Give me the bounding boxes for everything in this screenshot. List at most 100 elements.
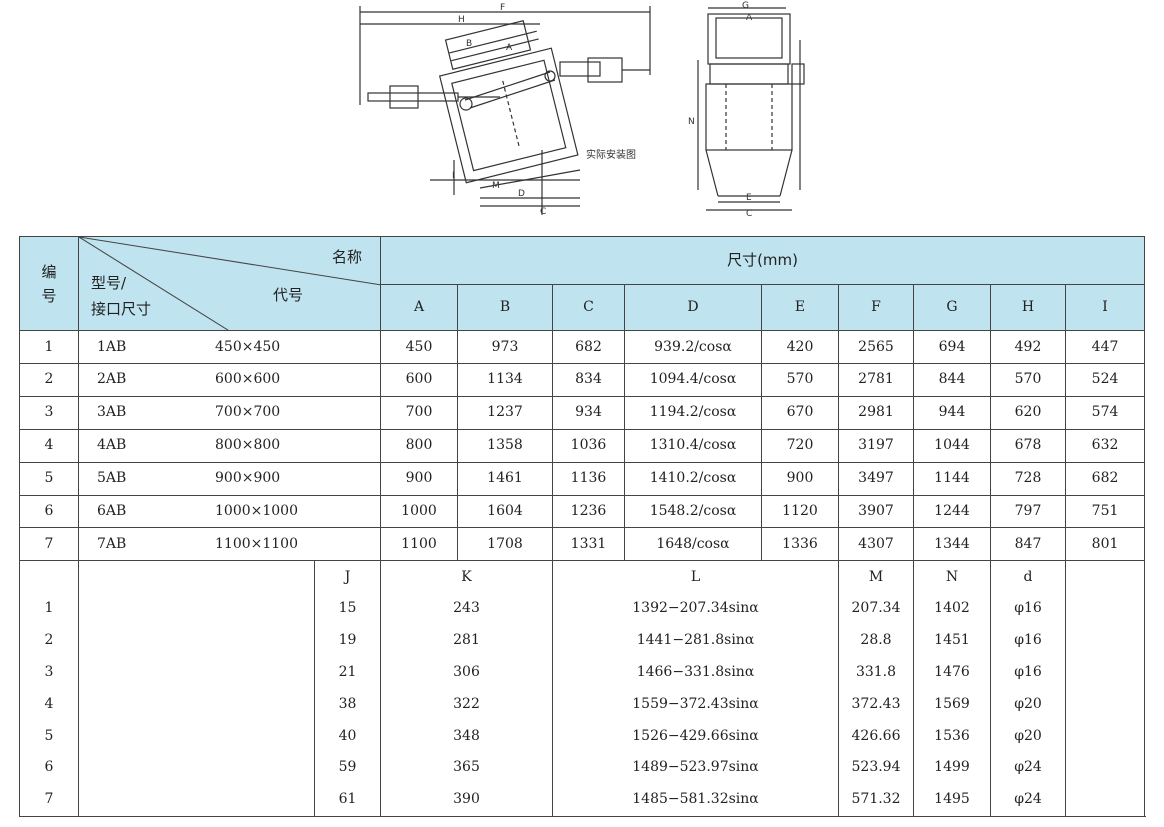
dim-label: D bbox=[518, 189, 525, 199]
cell-i: 682 bbox=[1064, 461, 1146, 496]
sub-col-header: M bbox=[838, 560, 914, 594]
row-no bbox=[19, 560, 79, 594]
row-no: 2 bbox=[19, 624, 79, 657]
cell-d: 1648/cosα bbox=[624, 527, 762, 562]
model-type: 7AB bbox=[97, 535, 127, 552]
cell-h: 797 bbox=[990, 494, 1066, 529]
cell-k: 348 bbox=[380, 720, 553, 753]
cell-j: 61 bbox=[314, 784, 381, 818]
cell-n: 1451 bbox=[913, 624, 991, 657]
sub-header-row: J K L M N d bbox=[19, 560, 1146, 594]
cell-i: 751 bbox=[1064, 494, 1146, 529]
dim-label: B bbox=[466, 39, 472, 49]
model-type: 5AB bbox=[97, 470, 127, 487]
model-size: 600×600 bbox=[215, 371, 281, 388]
cell-f: 2565 bbox=[838, 330, 914, 365]
dim-label: M bbox=[492, 181, 500, 191]
cell-m: 331.8 bbox=[838, 656, 914, 689]
table-row: 3 21 306 1466−331.8sinα 331.8 1476 φ16 bbox=[19, 656, 1146, 689]
cell-j: 38 bbox=[314, 688, 381, 721]
dim-label: I bbox=[452, 171, 455, 181]
cell-d-diameter: φ24 bbox=[990, 784, 1066, 818]
blank-cell bbox=[78, 720, 315, 753]
cell-b: 1708 bbox=[457, 527, 553, 562]
blank-cell bbox=[1064, 720, 1146, 753]
blank-cell bbox=[1064, 593, 1146, 625]
blank-cell bbox=[1064, 656, 1146, 689]
dim-label: C bbox=[746, 209, 752, 218]
cell-f: 3907 bbox=[838, 494, 914, 529]
cell-b: 973 bbox=[457, 330, 553, 365]
model-type: 3AB bbox=[97, 404, 127, 421]
cell-d: 1410.2/cosα bbox=[624, 461, 762, 496]
dim-label: F bbox=[500, 3, 505, 13]
blank-cell bbox=[78, 656, 315, 689]
cell-e: 1120 bbox=[761, 494, 839, 529]
header-code: 代号 bbox=[273, 286, 304, 304]
model-cell: 3AB 700×700 bbox=[78, 396, 381, 430]
col-header: A bbox=[380, 284, 458, 332]
cell-h: 728 bbox=[990, 461, 1066, 496]
cell-i: 801 bbox=[1064, 527, 1146, 562]
cell-n: 1499 bbox=[913, 752, 991, 785]
cell-a: 700 bbox=[380, 396, 458, 430]
row-no: 5 bbox=[19, 720, 79, 753]
cell-g: 944 bbox=[913, 396, 991, 430]
cell-c: 682 bbox=[552, 330, 625, 365]
header-model: 型号/ bbox=[91, 274, 127, 292]
row-no: 6 bbox=[19, 494, 79, 529]
cell-g: 1144 bbox=[913, 461, 991, 496]
model-size: 1000×1000 bbox=[215, 502, 298, 519]
row-no: 3 bbox=[19, 396, 79, 430]
spec-table: 编号 名称 型号/ 代号 接口尺寸 尺寸(mm) A B C D E F G H… bbox=[19, 235, 1146, 818]
col-header: F bbox=[838, 284, 914, 332]
blank-cell bbox=[1064, 784, 1146, 818]
cell-c: 1236 bbox=[552, 494, 625, 529]
cell-m: 523.94 bbox=[838, 752, 914, 785]
cell-d-diameter: φ20 bbox=[990, 688, 1066, 721]
cell-k: 390 bbox=[380, 784, 553, 818]
blank-cell bbox=[78, 624, 315, 657]
cell-g: 1344 bbox=[913, 527, 991, 562]
cell-m: 207.34 bbox=[838, 593, 914, 625]
row-no: 4 bbox=[19, 688, 79, 721]
blank-cell bbox=[1064, 752, 1146, 785]
cell-k: 243 bbox=[380, 593, 553, 625]
row-no: 3 bbox=[19, 656, 79, 689]
cell-a: 900 bbox=[380, 461, 458, 496]
install-label: 实际安装图 bbox=[586, 148, 636, 161]
row-no: 2 bbox=[19, 363, 79, 398]
model-size: 700×700 bbox=[215, 404, 281, 421]
row-no: 7 bbox=[19, 527, 79, 562]
blank-cell bbox=[1064, 624, 1146, 657]
cell-d-diameter: φ24 bbox=[990, 752, 1066, 785]
cell-f: 3497 bbox=[838, 461, 914, 496]
dim-label: E bbox=[746, 193, 752, 203]
model-size: 800×800 bbox=[215, 437, 281, 454]
dim-label: N bbox=[688, 117, 695, 127]
model-size: 450×450 bbox=[215, 338, 281, 355]
cell-b: 1358 bbox=[457, 428, 553, 463]
cell-b: 1461 bbox=[457, 461, 553, 496]
cell-g: 844 bbox=[913, 363, 991, 398]
table-row: 2 19 281 1441−281.8sinα 28.8 1451 φ16 bbox=[19, 624, 1146, 657]
cell-e: 570 bbox=[761, 363, 839, 398]
dim-label: A bbox=[746, 13, 753, 23]
header-dims: 尺寸(mm) bbox=[379, 235, 1146, 286]
col-header: D bbox=[624, 284, 762, 332]
blank-cell bbox=[78, 593, 315, 625]
cell-a: 600 bbox=[380, 363, 458, 398]
table-row: 1 15 243 1392−207.34sinα 207.34 1402 φ16 bbox=[19, 593, 1146, 625]
cell-c: 1036 bbox=[552, 428, 625, 463]
col-header: H bbox=[990, 284, 1066, 332]
row-no: 4 bbox=[19, 428, 79, 463]
technical-drawings: F H B A D M C I 实际安装图 G A N E bbox=[0, 0, 1164, 232]
cell-c: 1136 bbox=[552, 461, 625, 496]
